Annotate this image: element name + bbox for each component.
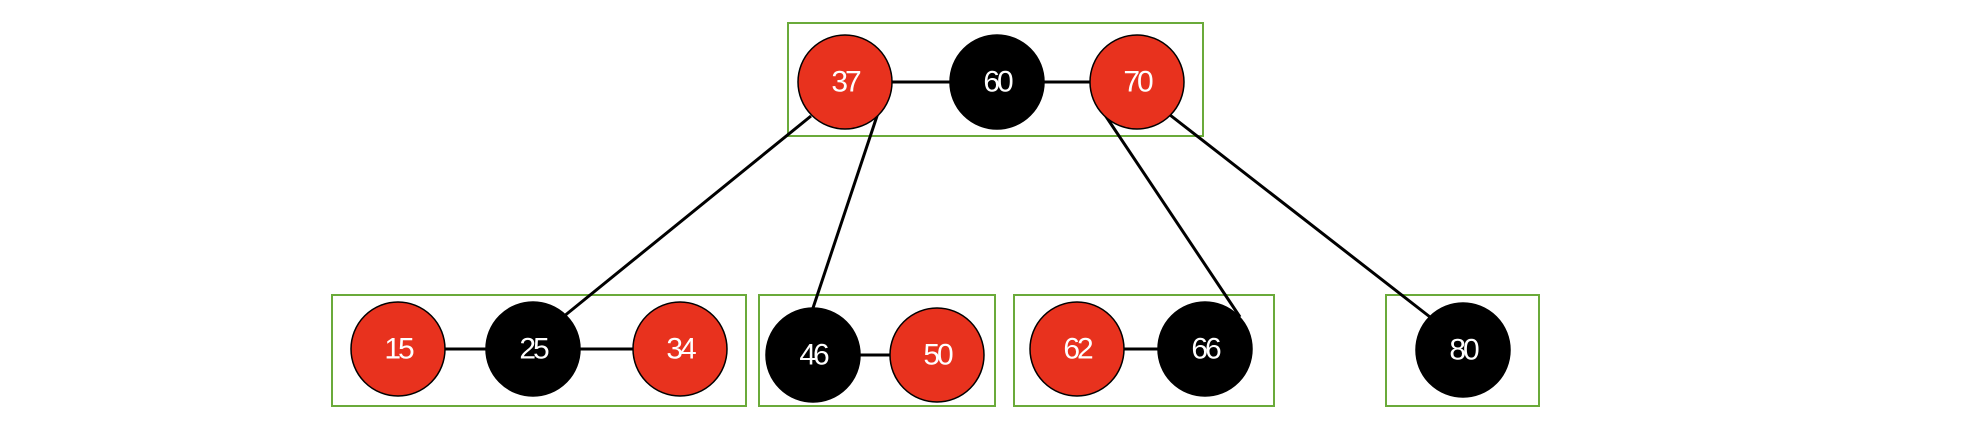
node-circle-62 bbox=[1029, 301, 1125, 397]
node-label: 25 bbox=[519, 333, 549, 366]
edge-n70-n80 bbox=[1169, 113, 1431, 319]
group-box-leaf-1 bbox=[331, 294, 747, 407]
node-label: 15 bbox=[384, 333, 414, 366]
node-34: 34 bbox=[632, 301, 728, 397]
node-15: 15 bbox=[350, 301, 446, 397]
node-25: 25 bbox=[485, 301, 581, 397]
node-label: 66 bbox=[1191, 333, 1221, 366]
node-50: 50 bbox=[889, 307, 985, 403]
node-groups bbox=[331, 22, 1540, 407]
node-circle-25 bbox=[485, 301, 581, 397]
node-37: 37 bbox=[797, 34, 893, 130]
node-label: 80 bbox=[1449, 334, 1479, 367]
node-label: 46 bbox=[799, 339, 829, 372]
node-60: 60 bbox=[949, 34, 1045, 130]
node-circle-37 bbox=[797, 34, 893, 130]
group-box-leaf-2 bbox=[758, 294, 996, 407]
node-circle-70 bbox=[1089, 34, 1185, 130]
edge-n37-n46 bbox=[811, 112, 880, 309]
node-circle-34 bbox=[632, 301, 728, 397]
node-label: 60 bbox=[983, 66, 1013, 99]
node-circle-46 bbox=[765, 307, 861, 403]
node-70: 70 bbox=[1089, 34, 1185, 130]
group-box-leaf-4 bbox=[1385, 294, 1540, 407]
group-box-root bbox=[787, 22, 1204, 137]
node-62: 62 bbox=[1029, 301, 1125, 397]
node-label: 50 bbox=[923, 339, 953, 372]
edge-n70-n66 bbox=[1101, 111, 1242, 318]
node-circle-66 bbox=[1157, 301, 1253, 397]
node-circle-50 bbox=[889, 307, 985, 403]
node-label: 62 bbox=[1063, 333, 1093, 366]
tree-nodes: 37 60 70 15 25 34 46 50 62 66 80 bbox=[350, 34, 1511, 403]
node-label: 34 bbox=[666, 333, 696, 366]
node-circle-60 bbox=[949, 34, 1045, 130]
group-box-leaf-3 bbox=[1013, 294, 1275, 407]
node-circle-80 bbox=[1415, 302, 1511, 398]
node-80: 80 bbox=[1415, 302, 1511, 398]
node-66: 66 bbox=[1157, 301, 1253, 397]
node-label: 37 bbox=[831, 66, 861, 99]
node-46: 46 bbox=[765, 307, 861, 403]
node-circle-15 bbox=[350, 301, 446, 397]
edge-n37-n25 bbox=[562, 114, 812, 319]
node-label: 70 bbox=[1123, 66, 1153, 99]
